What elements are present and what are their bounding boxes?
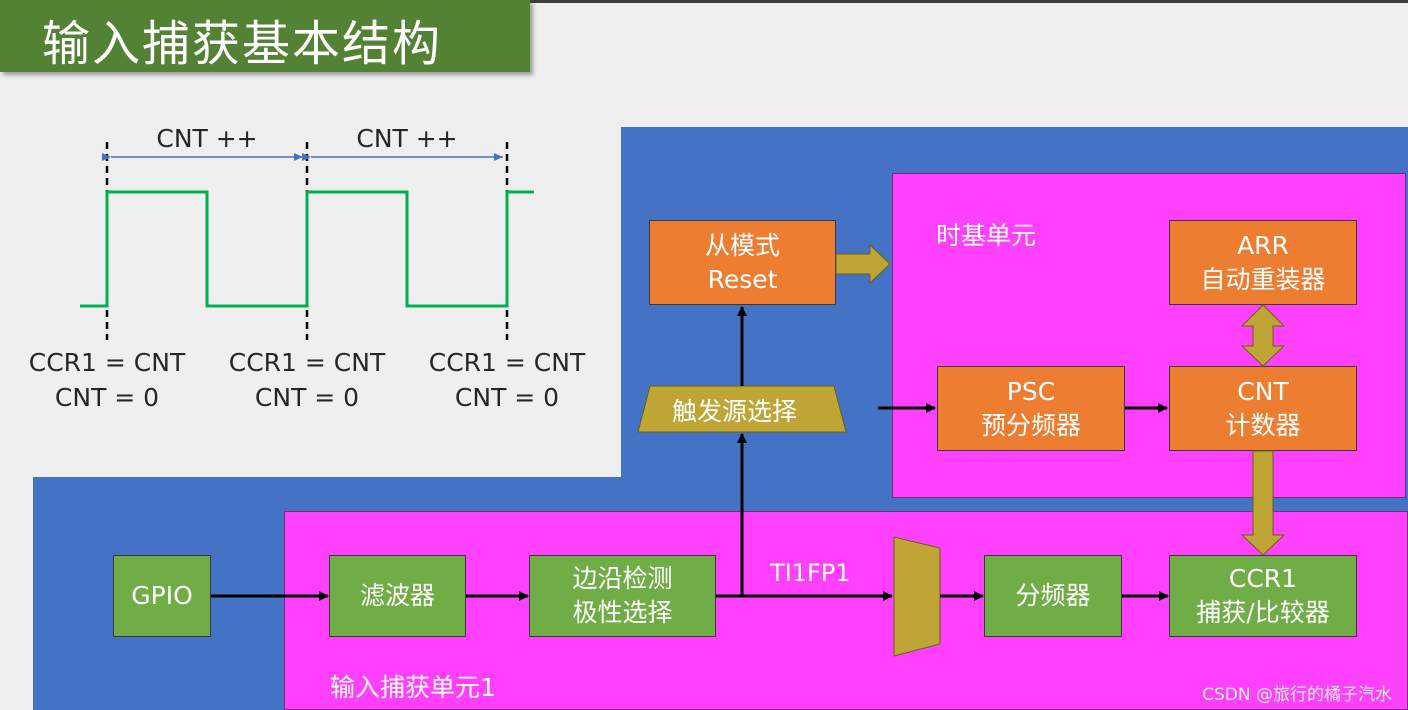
psc-line2: 预分频器 [980,410,1081,440]
cnt-box: CNT 计数器 [1169,366,1357,451]
gpio-label: GPIO [131,581,193,610]
mux-shape [893,536,941,657]
edge-label-1-line1: CCR1 = CNT [28,348,186,377]
gpio-box: GPIO [113,555,211,637]
arr-line1: ARR [1237,230,1289,260]
interval-label-2: CNT ++ [356,124,458,153]
ccr1-line2: 捕获/比较器 [1196,598,1330,627]
top-divider [530,0,1408,3]
interval-label-1: CNT ++ [156,124,258,153]
cnt-to-ccr1-arrow [1240,450,1286,556]
cnt-line1: CNT [1237,376,1289,406]
arr-cnt-double-arrow [1240,304,1286,367]
filter-box: 滤波器 [329,555,466,637]
arr-box: ARR 自动重装器 [1169,220,1357,305]
capture-unit-label: 输入捕获单元1 [330,673,496,702]
psc-box: PSC 预分频器 [937,366,1125,451]
ti1fp1-label: TI1FP1 [770,559,851,587]
divider-box: 分频器 [984,555,1122,637]
edge-label-2-line2: CNT = 0 [254,383,360,412]
edge-detect-line2: 极性选择 [572,598,673,627]
slave-mode-line1: 从模式 [704,230,780,260]
psc-line1: PSC [1006,376,1056,406]
filter-label: 滤波器 [359,581,435,610]
title-banner: 输入捕获基本结构 [0,0,530,72]
page-title: 输入捕获基本结构 [42,16,443,72]
edge-detect-box: 边沿检测 极性选择 [529,555,716,637]
trigger-select-label: 触发源选择 [672,397,798,426]
edge-label-3-line1: CCR1 = CNT [428,348,586,377]
edge-label-2-line1: CCR1 = CNT [228,348,386,377]
trigger-select-shape [637,385,847,433]
edge-label-1-line2: CNT = 0 [54,383,160,412]
edge-detect-line1: 边沿检测 [572,564,673,593]
slave-to-timebase-arrow [835,243,891,285]
cnt-line2: 计数器 [1225,410,1301,440]
watermark: CSDN @旅行的橘子汽水 [1202,685,1392,705]
ccr1-line1: CCR1 [1228,564,1298,593]
arr-line2: 自动重装器 [1200,264,1326,294]
time-base-label: 时基单元 [936,221,1037,250]
ccr1-box: CCR1 捕获/比较器 [1169,555,1357,637]
edge-label-3-line2: CNT = 0 [454,383,560,412]
square-wave [80,190,534,308]
slave-mode-line2: Reset [707,264,778,294]
divider-label: 分频器 [1015,581,1091,610]
